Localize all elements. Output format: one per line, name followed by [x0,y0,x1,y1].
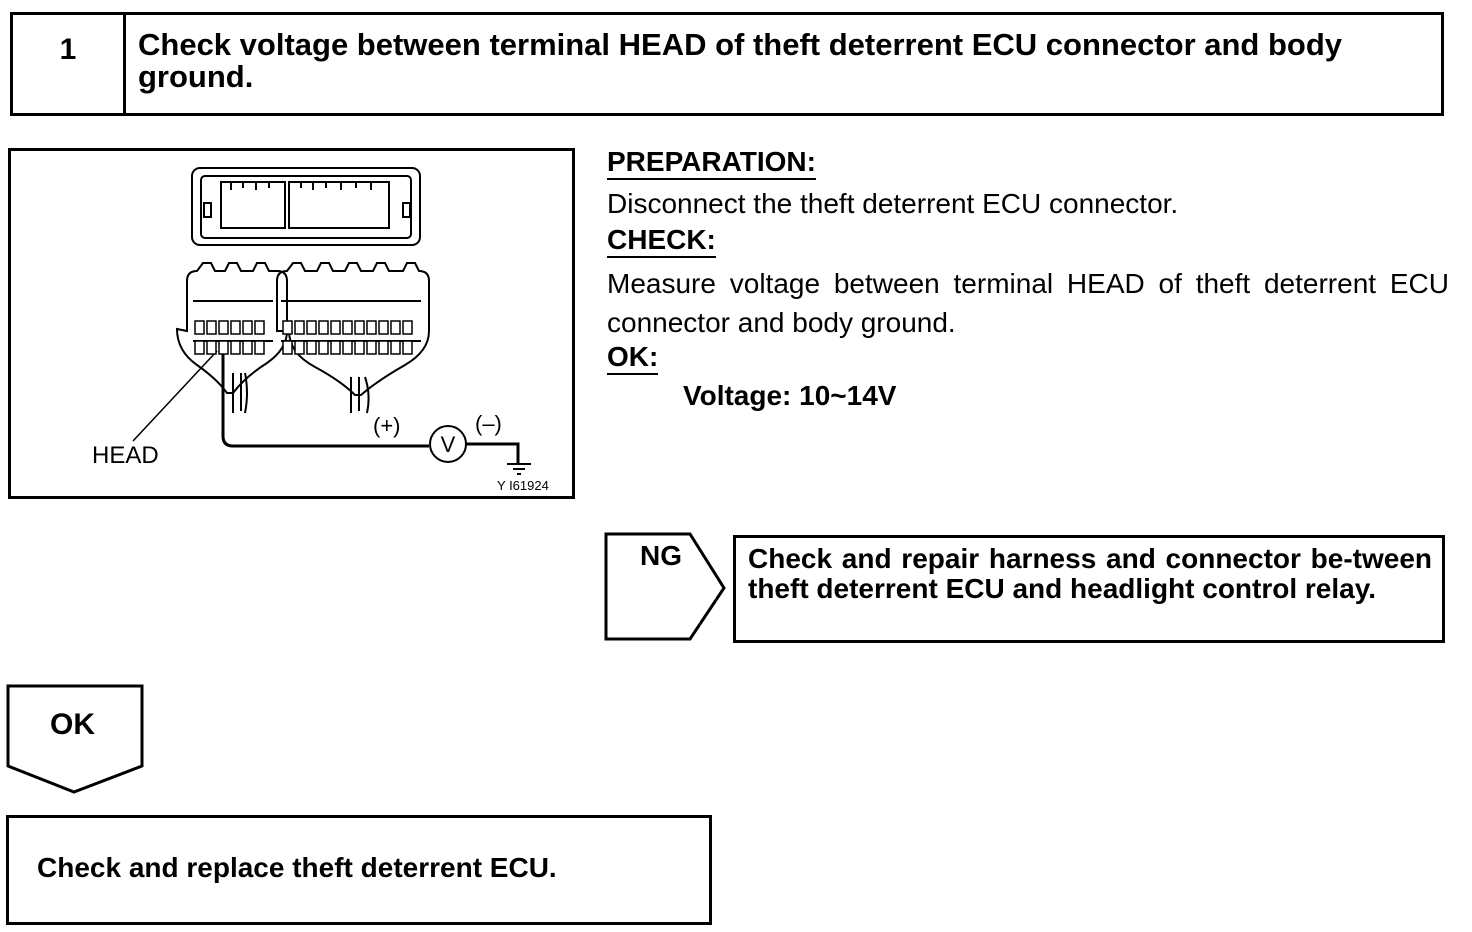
terminal-head-label: HEAD [92,442,159,469]
step-header: 1 Check voltage between terminal HEAD of… [10,12,1444,116]
figure-prefix: Y [497,478,506,493]
preparation-text: Disconnect the theft deterrent ECU conne… [607,188,1179,219]
step-number: 1 [13,15,126,113]
ok-heading: OK: [607,341,659,375]
ecu-connector-housing [191,167,421,246]
ng-action-box: Check and repair harness and connector b… [733,535,1445,643]
ok-action-box: Check and replace theft deterrent ECU. [6,815,712,925]
ng-action-text: Check and repair harness and connector b… [748,543,1432,604]
right-harness-connector [276,262,430,396]
ok-label: OK [50,708,95,741]
plus-label: (+) [373,413,401,438]
check-heading: CHECK: [607,224,716,258]
preparation-heading: PREPARATION: [607,146,816,180]
step-title: Check voltage between terminal HEAD of t… [138,27,1343,94]
minus-label: (–) [475,411,502,436]
figure-id: Y I61924 [497,478,549,493]
connector-diagram: V (+) (–) [8,148,575,499]
check-text: Measure voltage between terminal HEAD of… [607,268,1449,338]
ng-arrow-shape [604,532,726,641]
ok-arrow-shape [6,684,144,794]
meter-symbol: V [441,432,456,457]
ok-action-text: Check and replace theft deterrent ECU. [37,852,557,883]
connector-illustration: V (+) (–) [132,167,531,475]
ng-label: NG [640,540,682,571]
figure-number: I61924 [509,478,549,493]
ok-spec-value: Voltage: 10~14V [683,380,897,411]
